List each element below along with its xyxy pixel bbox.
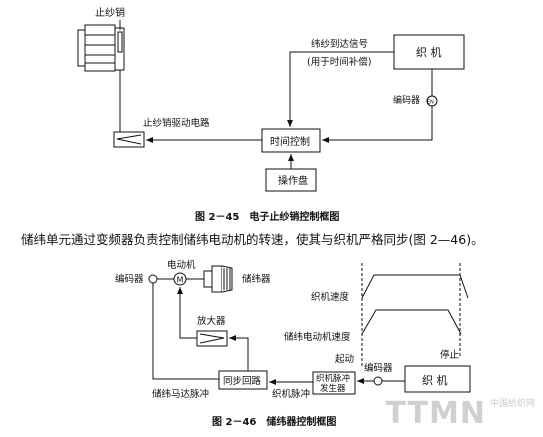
encoder-symbol-45: EN: [427, 100, 434, 106]
motor-pulse-label: 储纬马达脉冲: [152, 388, 209, 400]
caption-2-45: 图 2－45 电子止纱销控制框图: [195, 210, 339, 223]
encoder-label-right: 编码器: [364, 362, 393, 374]
pulse-generator-label-1: 织机脉冲: [316, 373, 350, 384]
watermark-logo: TTMN: [385, 396, 486, 431]
stop-label: 停止: [440, 349, 460, 361]
caption-2-46: 图 2－46 储纬器控制框图: [212, 415, 336, 428]
weft-signal-label: 纬纱到达信号: [311, 38, 368, 50]
figure-2-45: [77, 20, 465, 192]
weft-signal-note: (用于时间补偿): [307, 56, 371, 68]
timing-control-label: 时间控制: [270, 135, 310, 148]
drive-circuit-label: 止纱销驱动电路: [143, 117, 210, 129]
stop-pin-label: 止纱销: [95, 6, 125, 19]
loom-label-46: 织 机: [422, 373, 448, 387]
motor-label: 电动机: [167, 259, 196, 271]
storage-motor-speed-label: 储纬电动机速度: [284, 331, 351, 343]
body-paragraph: 储纬单元通过变频器负责控制储纬电动机的转速，使其与织机严格同步(图 2—46)。: [21, 232, 484, 247]
watermark-site: 中国纺织网: [489, 399, 535, 409]
loom-pulse-label: 织机脉冲: [272, 388, 310, 400]
amplifier-label: 放大器: [197, 315, 226, 327]
encoder-label-45: 编码器: [393, 94, 420, 106]
panel-label: 操作盘: [278, 174, 308, 187]
encoder-label-left: 编码器: [115, 273, 144, 285]
storage-drawing: [203, 265, 233, 293]
sync-loop-label: 同步回路: [223, 375, 262, 387]
figure-2-46: [148, 263, 471, 395]
motor-symbol: M: [177, 276, 184, 285]
loom-label-45: 织 机: [416, 45, 442, 59]
storage-label: 储纬器: [242, 273, 271, 285]
stop-pin-drawing: [77, 20, 125, 72]
pulse-generator-label-2: 发生器: [320, 383, 346, 394]
loom-speed-label: 织机速度: [311, 291, 350, 303]
start-label: 起动: [335, 354, 354, 365]
